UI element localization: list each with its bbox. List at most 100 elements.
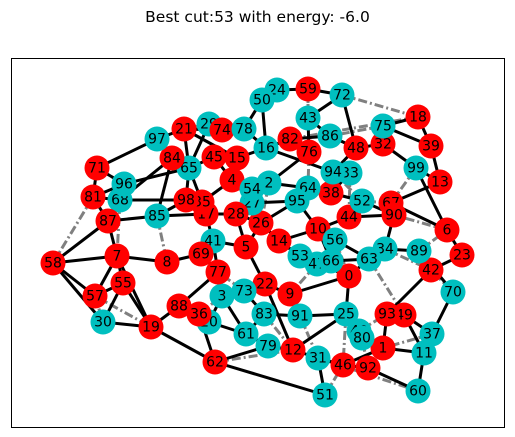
graph-node-59: 59 xyxy=(295,76,321,102)
graph-node-4: 4 xyxy=(219,167,245,193)
node-circle xyxy=(277,281,303,307)
node-label: 58 xyxy=(44,256,62,272)
node-label: 76 xyxy=(300,145,318,161)
node-circle xyxy=(320,159,346,185)
graph-node-38: 38 xyxy=(318,180,344,206)
node-circle xyxy=(405,378,431,404)
node-circle xyxy=(355,355,381,381)
graph-node-75: 75 xyxy=(370,113,396,139)
node-circle xyxy=(318,180,344,206)
graph-node-30: 30 xyxy=(90,309,116,335)
node-circle xyxy=(418,133,444,159)
node-circle xyxy=(188,241,214,267)
node-circle xyxy=(231,278,257,304)
node-label: 97 xyxy=(148,132,166,148)
graph-node-72: 72 xyxy=(329,82,355,108)
node-label: 86 xyxy=(321,129,339,145)
graph-node-9: 9 xyxy=(277,281,303,307)
node-circle xyxy=(95,208,121,234)
node-label: 65 xyxy=(180,161,198,177)
graph-node-89: 89 xyxy=(406,238,432,264)
node-circle xyxy=(219,167,245,193)
graph-node-82: 82 xyxy=(277,126,303,152)
node-label: 81 xyxy=(84,190,102,206)
node-label: 99 xyxy=(407,161,425,177)
node-label: 19 xyxy=(142,320,160,336)
node-circle xyxy=(251,301,277,327)
graph-node-78: 78 xyxy=(231,116,257,142)
node-label: 51 xyxy=(316,388,334,404)
node-label: 32 xyxy=(374,137,392,153)
node-label: 49 xyxy=(395,308,413,324)
node-circle xyxy=(343,135,369,161)
node-label: 61 xyxy=(237,327,255,343)
graph-node-52: 52 xyxy=(349,188,375,214)
node-label: 22 xyxy=(256,277,274,293)
node-circle xyxy=(159,145,185,171)
node-circle xyxy=(333,301,359,327)
graph-node-3: 3 xyxy=(209,283,235,309)
node-circle xyxy=(284,188,310,214)
graph-node-18: 18 xyxy=(405,104,431,130)
node-label: 39 xyxy=(422,139,440,155)
graph-node-74: 74 xyxy=(209,117,235,143)
graph-node-23: 23 xyxy=(449,242,475,268)
graph-node-91: 91 xyxy=(287,303,313,329)
node-label: 38 xyxy=(322,186,340,202)
graph-node-21: 21 xyxy=(171,116,197,142)
node-circle xyxy=(419,321,445,347)
node-label: 74 xyxy=(213,123,231,139)
graph-node-33: 33 xyxy=(337,160,363,186)
graph-node-5: 5 xyxy=(233,234,259,260)
graph-node-11: 11 xyxy=(411,340,437,366)
graph-node-53: 53 xyxy=(287,243,313,269)
graph-node-99: 99 xyxy=(403,155,429,181)
cut-edge-18-82 xyxy=(289,115,419,141)
graph-node-50: 50 xyxy=(249,87,275,113)
node-label: 98 xyxy=(177,193,195,209)
node-label: 82 xyxy=(281,132,299,148)
node-circle xyxy=(356,246,382,272)
node-label: 59 xyxy=(299,82,317,98)
node-label: 72 xyxy=(333,88,351,104)
node-circle xyxy=(336,263,362,289)
node-label: 79 xyxy=(259,339,277,355)
node-label: 96 xyxy=(115,177,133,193)
graph-node-31: 31 xyxy=(305,345,331,371)
node-circle xyxy=(266,228,292,254)
node-label: 55 xyxy=(114,276,132,292)
node-circle xyxy=(205,259,231,285)
node-circle xyxy=(287,243,313,269)
node-circle xyxy=(171,116,197,142)
graph-node-65: 65 xyxy=(176,155,202,181)
graph-node-90: 90 xyxy=(381,202,407,228)
graph-node-83: 83 xyxy=(251,301,277,327)
node-circle xyxy=(202,349,228,375)
node-label: 54 xyxy=(243,182,261,198)
graph-node-16: 16 xyxy=(253,135,279,161)
graph-node-43: 43 xyxy=(295,105,321,131)
graph-node-54: 54 xyxy=(239,176,265,202)
node-circle xyxy=(295,76,321,102)
node-label: 84 xyxy=(163,151,181,167)
graph-node-80: 80 xyxy=(349,325,375,351)
node-circle xyxy=(231,116,257,142)
node-label: 31 xyxy=(309,351,327,367)
node-label: 34 xyxy=(376,242,394,258)
node-circle xyxy=(255,333,281,359)
graph-node-85: 85 xyxy=(144,203,170,229)
node-circle xyxy=(418,257,444,283)
node-circle xyxy=(370,113,396,139)
node-circle xyxy=(233,234,259,260)
node-circle xyxy=(166,293,192,319)
node-label: 37 xyxy=(423,327,441,343)
graph-node-32: 32 xyxy=(370,131,396,157)
graph-node-86: 86 xyxy=(317,123,343,149)
node-label: 28 xyxy=(227,207,245,223)
graph-node-13: 13 xyxy=(427,169,453,195)
node-label: 75 xyxy=(374,119,392,135)
node-circle xyxy=(318,248,344,274)
node-label: 93 xyxy=(378,307,396,323)
node-label: 7 xyxy=(113,249,122,265)
